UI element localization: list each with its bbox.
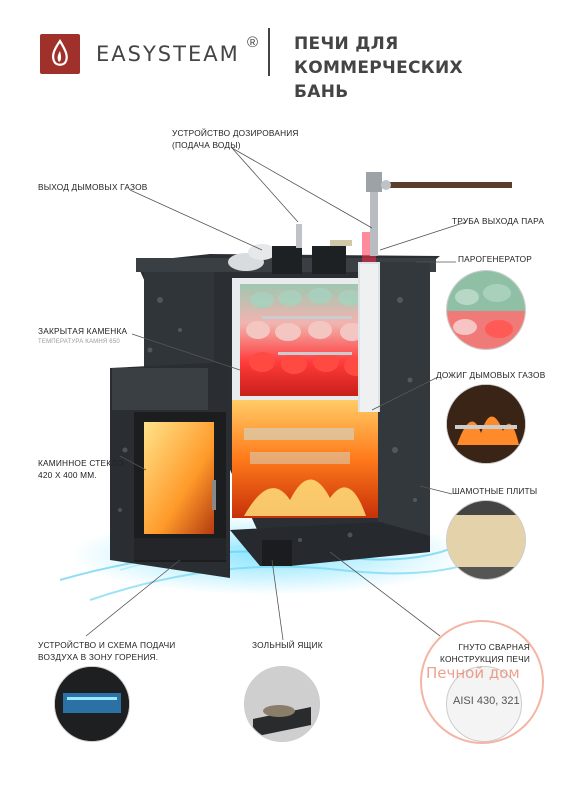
label-dosing-line2: (ПОДАЧА ВОДЫ) — [172, 139, 241, 150]
label-steam-generator: ПАРОГЕНЕРАТОР — [458, 254, 533, 264]
label-glass-line2: 420 Х 400 ММ. — [38, 469, 97, 480]
watermark-text: Печной дом — [426, 664, 520, 682]
label-closed-stove-title: ЗАКРЫТАЯ КАМЕНКА — [38, 326, 128, 336]
flame-drop-icon — [52, 38, 68, 66]
label-air-line1: УСТРОЙСТВО И СХЕМА ПОДАЧИ — [38, 640, 176, 650]
top-fittings — [228, 172, 512, 274]
stones-image — [447, 271, 525, 349]
label-glass: КАМИННОЕ СТЕКЛО 420 Х 400 ММ. — [38, 458, 124, 481]
ash-box-image — [245, 667, 319, 741]
chamotte-image — [447, 501, 525, 579]
label-glass-line1: КАМИННОЕ СТЕКЛО — [38, 458, 124, 468]
label-steam-pipe: ТРУБА ВЫХОДА ПАРА — [452, 216, 545, 226]
air-supply-image — [55, 667, 129, 741]
label-afterburn: ДОЖИГ ДЫМОВЫХ ГАЗОВ — [436, 370, 546, 380]
brand-name: EASYSTEAM — [96, 42, 240, 66]
inner-chamber — [232, 232, 380, 518]
brand-logo — [40, 34, 80, 74]
air-supply-detail — [54, 666, 130, 742]
ash-box-detail — [244, 666, 320, 742]
label-ash-box: ЗОЛЬНЫЙ ЯЩИК — [252, 640, 323, 650]
watermark-stamp — [420, 620, 544, 744]
label-chamotte: ШАМОТНЫЕ ПЛИТЫ — [452, 486, 538, 496]
registered-mark: ® — [247, 34, 259, 51]
label-smoke-exit: ВЫХОД ДЫМОВЫХ ГАЗОВ — [38, 182, 148, 192]
header-divider — [268, 28, 270, 76]
label-closed-stove: ЗАКРЫТАЯ КАМЕНКА ТЕМПЕРАТУРА КАМНЯ 650 — [38, 326, 127, 346]
page-title: ПЕЧИ ДЛЯ КОММЕРЧЕСКИХ БАНЬ — [294, 32, 554, 104]
afterburn-detail — [446, 384, 526, 464]
title-line-2: БАНЬ — [294, 82, 349, 102]
chamotte-detail — [446, 500, 526, 580]
title-line-1: ПЕЧИ ДЛЯ КОММЕРЧЕСКИХ — [294, 34, 463, 78]
label-closed-stove-sub: ТЕМПЕРАТУРА КАМНЯ 650 — [38, 338, 120, 345]
label-dosing-line1: УСТРОЙСТВО ДОЗИРОВАНИЯ — [172, 128, 299, 138]
label-air-line2: ВОЗДУХА В ЗОНУ ГОРЕНИЯ. — [38, 651, 159, 662]
leader-lines — [85, 147, 467, 641]
label-dosing: УСТРОЙСТВО ДОЗИРОВАНИЯ (ПОДАЧА ВОДЫ) — [172, 128, 299, 151]
steam-generator-detail — [446, 270, 526, 350]
label-air-supply: УСТРОЙСТВО И СХЕМА ПОДАЧИ ВОЗДУХА В ЗОНУ… — [38, 640, 175, 663]
afterburn-image — [447, 385, 525, 463]
